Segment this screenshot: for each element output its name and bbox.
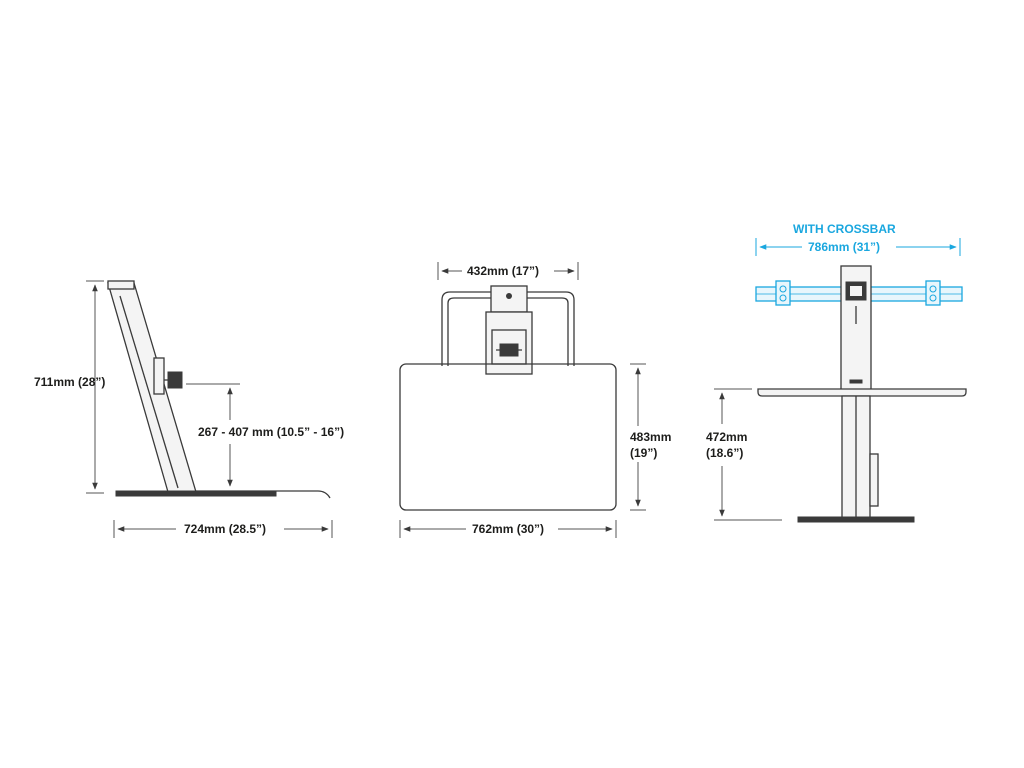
- crossbar-column: [840, 265, 872, 391]
- side-height-label: 711mm (28”): [34, 375, 105, 389]
- side-height-dimension: 711mm (28”): [34, 280, 105, 494]
- front-work-surface: [399, 363, 617, 511]
- side-base: [115, 490, 331, 499]
- crossbar-height-label-line1: 472mm: [706, 430, 747, 444]
- side-depth-label: 724mm (28.5”): [184, 522, 266, 536]
- front-view: 432mm (17”) 483mm (19”): [399, 262, 671, 538]
- crossbar-view: WITH CROSSBAR 786mm (31”): [706, 222, 967, 523]
- front-height-label-line2: (19”): [630, 446, 657, 460]
- front-bottom-width-dimension: 762mm (30”): [399, 520, 617, 538]
- front-height-label-line1: 483mm: [630, 430, 671, 444]
- front-top-width-dimension: 432mm (17”): [437, 262, 579, 280]
- side-depth-dimension: 724mm (28.5”): [113, 520, 333, 538]
- side-adjust-label: 267 - 407 mm (10.5” - 16”): [198, 425, 344, 439]
- crossbar-height-label-line2: (18.6”): [706, 446, 743, 460]
- front-height-dimension: 483mm (19”): [630, 363, 671, 511]
- front-bottom-width-label: 762mm (30”): [472, 522, 544, 536]
- crossbar-height-dimension: 472mm (18.6”): [706, 388, 782, 521]
- side-adjust-dimension: 267 - 407 mm (10.5” - 16”): [186, 383, 344, 487]
- side-monitor-bracket: [153, 357, 183, 395]
- front-center-column: [485, 285, 533, 375]
- crossbar-width-dimension: 786mm (31”): [755, 238, 961, 256]
- side-column: [107, 280, 197, 493]
- crossbar-title: WITH CROSSBAR: [793, 222, 896, 236]
- side-view: 711mm (28”) 267 - 407 mm (10.5” - 16”): [34, 280, 344, 538]
- front-top-width-label: 432mm (17”): [467, 264, 539, 278]
- crossbar-work-surface: [757, 388, 967, 397]
- crossbar-lower-column: [797, 395, 915, 523]
- crossbar-width-label: 786mm (31”): [808, 240, 880, 254]
